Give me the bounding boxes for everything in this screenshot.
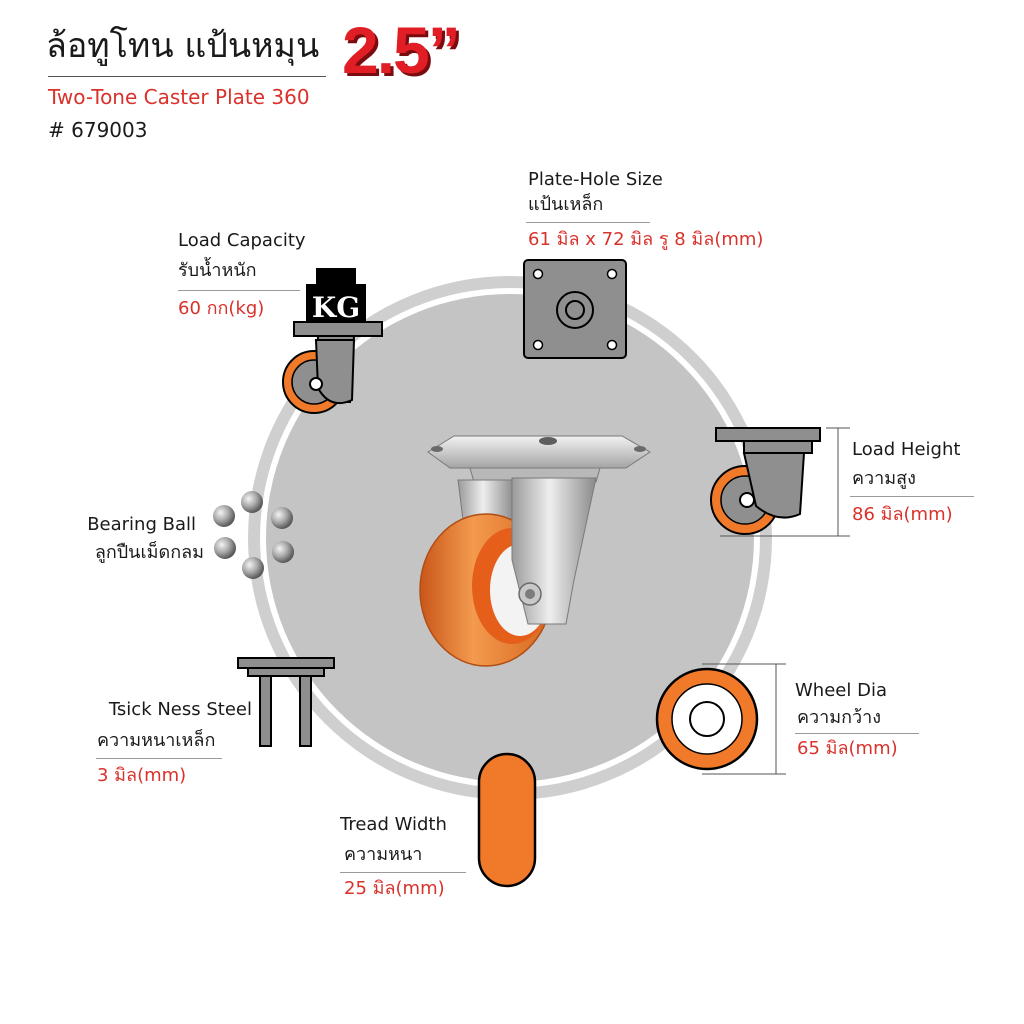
plate-hole-label-th: แป้นเหล็ก — [528, 194, 604, 215]
load-height-rule — [850, 496, 974, 497]
size-badge: 2.5” — [342, 13, 461, 87]
title-thai: ล้อทูโทน แป้นหมุน — [46, 26, 320, 66]
load-height-dimension-line — [720, 427, 850, 537]
caster-photo — [419, 435, 651, 667]
steel-thickness-rule — [96, 758, 222, 759]
kg-label: KG — [312, 291, 360, 324]
load-height-label-th: ความสูง — [852, 468, 916, 489]
plate-hole-label-en: Plate-Hole Size — [528, 169, 663, 190]
load-capacity-value: 60 กก(kg) — [178, 298, 265, 319]
load-height-value: 86 มิล(mm) — [852, 504, 953, 525]
tread-width-value: 25 มิล(mm) — [344, 878, 445, 899]
plate-hole-value: 61 มิล x 72 มิล รู 8 มิล(mm) — [528, 229, 764, 250]
load-capacity-label-en: Load Capacity — [178, 230, 306, 251]
steel-thickness-icon — [237, 657, 335, 747]
bearing-ball-label-en: Bearing Ball — [87, 514, 196, 535]
wheel-dia-label-en: Wheel Dia — [795, 680, 887, 701]
wheel-dia-value: 65 มิล(mm) — [797, 738, 898, 759]
bearing-balls-icon — [213, 491, 294, 579]
steel-thickness-label-th: ความหนาเหล็ก — [97, 730, 216, 751]
steel-thickness-label-en: Tsick Ness Steel — [108, 699, 252, 720]
load-capacity-rule — [178, 290, 300, 291]
kg-weight-icon: KG — [293, 268, 383, 337]
product-code: # 679003 — [48, 118, 148, 142]
bearing-ball-label-th: ลูกปืนเม็ดกลม — [94, 542, 204, 563]
wheel-front-icon — [655, 667, 759, 771]
tread-width-label-en: Tread Width — [340, 814, 447, 835]
plate-hole-rule — [526, 222, 650, 223]
wheel-dia-rule — [795, 733, 919, 734]
tread-width-rule — [340, 872, 466, 873]
wheel-dia-dimension-line — [702, 663, 786, 775]
wheel-dia-label-th: ความกว้าง — [797, 707, 882, 728]
steel-thickness-value: 3 มิล(mm) — [97, 765, 187, 786]
title-english: Two-Tone Caster Plate 360 — [48, 85, 310, 109]
tread-width-icon — [477, 752, 537, 888]
load-height-label-en: Load Height — [852, 439, 961, 460]
load-capacity-label-th: รับน้ำหนัก — [178, 260, 257, 281]
tread-width-label-th: ความหนา — [344, 844, 423, 865]
plate-top-icon — [523, 259, 627, 359]
title-underline — [48, 76, 326, 77]
load-height-caster-icon — [710, 427, 821, 535]
caster-side-icon-small — [282, 335, 356, 414]
